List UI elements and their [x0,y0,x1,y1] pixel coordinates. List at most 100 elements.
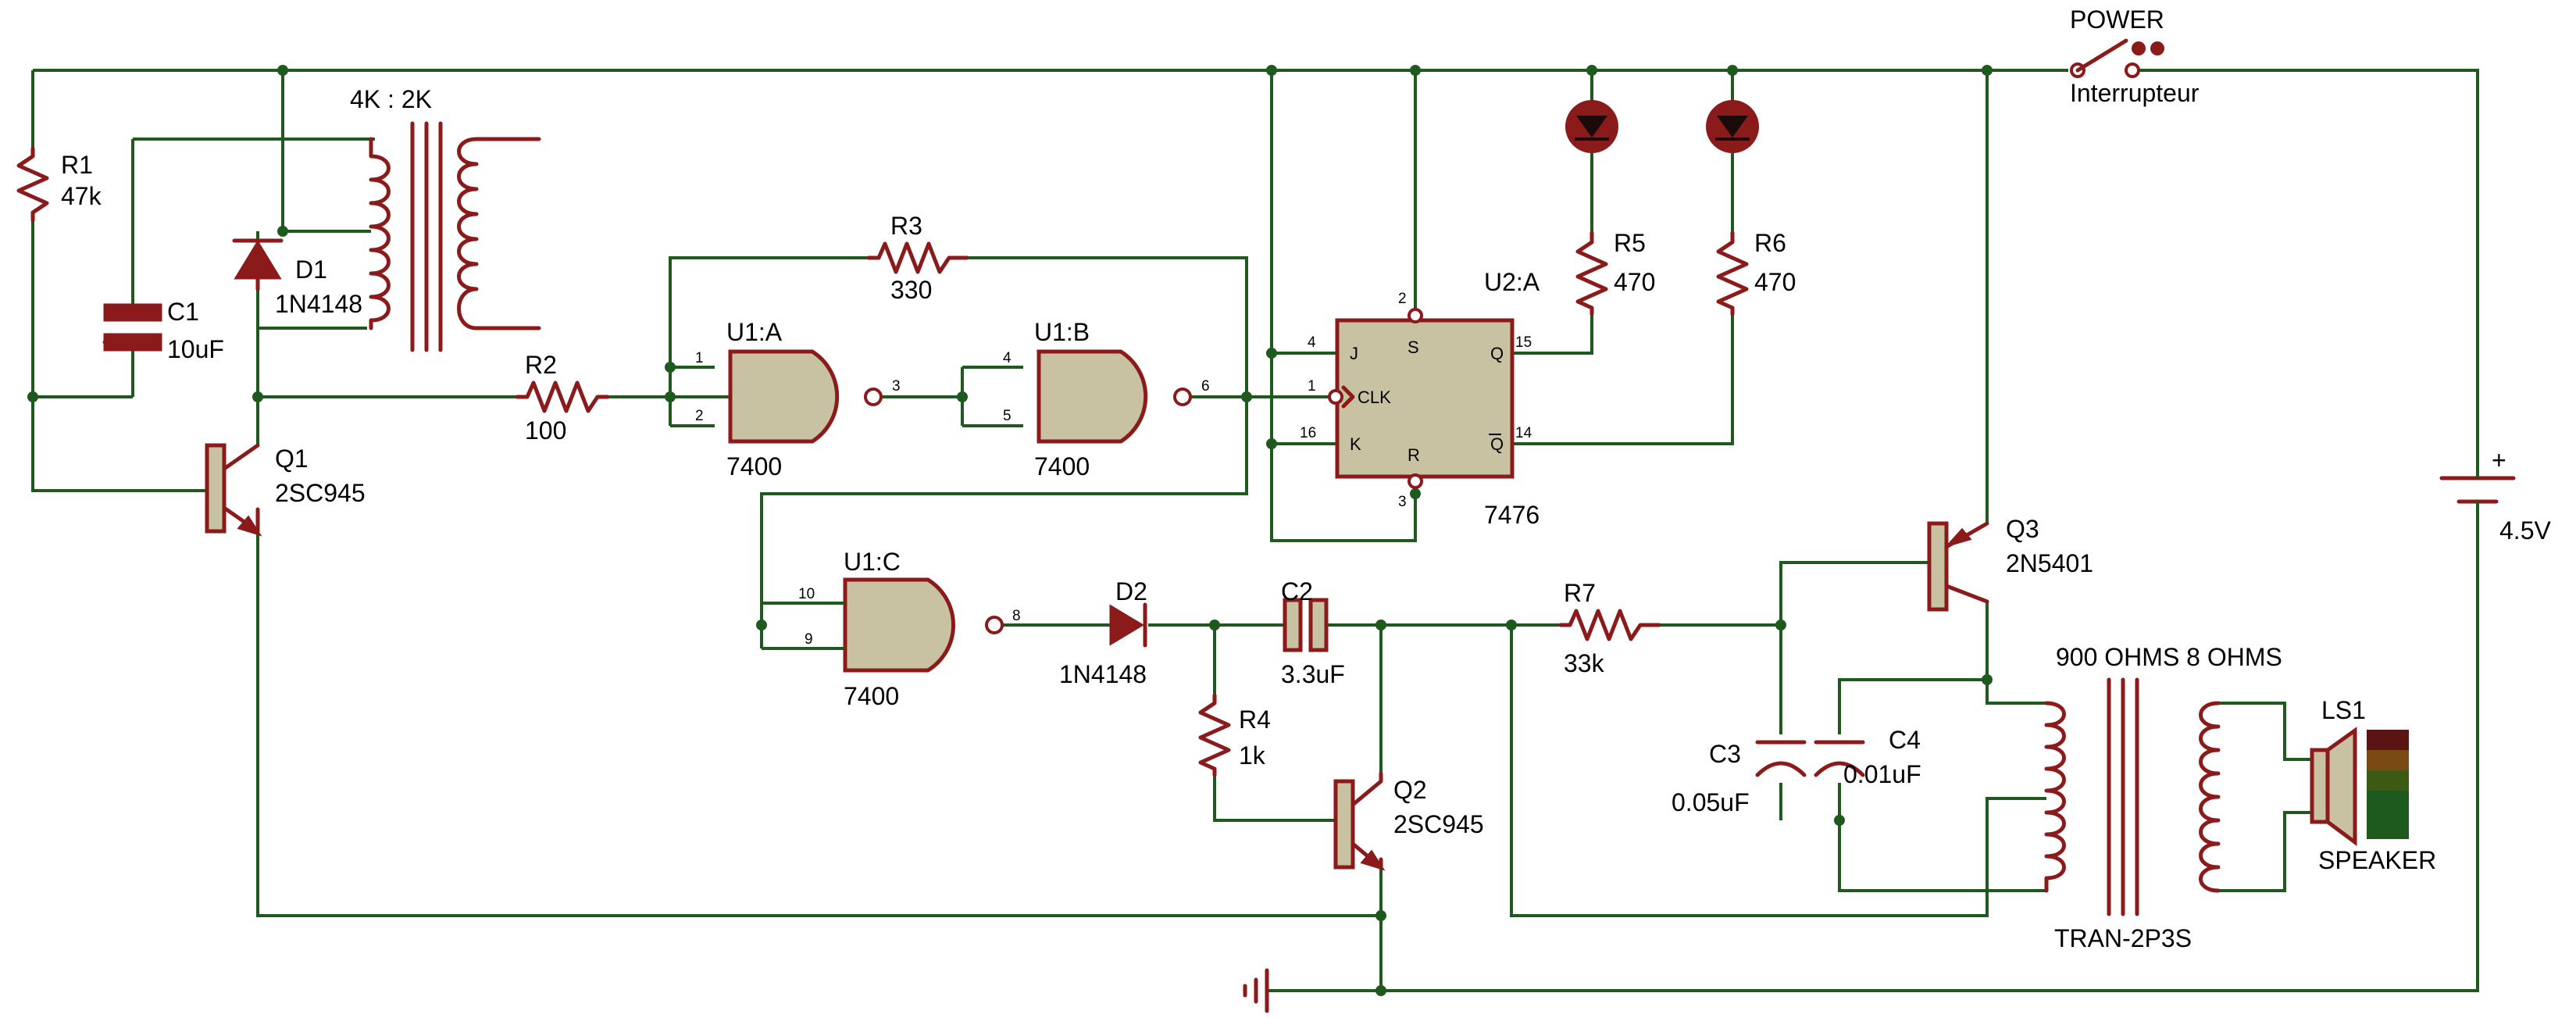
led-upper-left [1565,100,1618,153]
label-t2-ratio: 900 OHMS 8 OHMS [2056,643,2282,671]
pin-ff-r: R [1408,445,1420,465]
label-r3-value: 330 [890,276,932,304]
speaker-bar-segment [2367,730,2409,750]
label-c4: C4 [1889,726,1921,754]
capacitor-c4 [1814,740,1865,777]
pin-u1c-8: 8 [1012,608,1021,624]
label-r2: R2 [525,351,557,379]
pin-ff-qbar: Q [1490,434,1504,454]
label-q3: Q3 [2006,515,2039,543]
label-q3-value: 2N5401 [2006,549,2093,577]
resistor-r1 [16,146,49,223]
label-c1: C1 [167,298,199,326]
pin-ff-3: 3 [1398,494,1407,510]
label-c2: C2 [1281,577,1313,605]
speaker-level-bar [2367,730,2409,839]
pin-u1a-3: 3 [892,378,901,395]
label-u1b: U1:B [1034,318,1090,346]
label-switch: Interrupteur [2070,79,2200,107]
label-c1-value: 10uF [167,335,224,363]
resistor-r7 [1558,609,1661,641]
label-r1-value: 47k [61,182,102,210]
label-u2a: U2:A [1484,268,1540,296]
label-c3: C3 [1709,740,1741,768]
diode-d2 [1109,602,1147,648]
transistor-q2 [1333,771,1386,871]
nand-gate-u1b [1036,349,1192,444]
label-ls1-value: SPEAKER [2318,846,2436,874]
label-u2a-value: 7476 [1484,501,1540,529]
pin-ff-k: K [1350,434,1361,454]
label-r7: R7 [1564,579,1596,607]
nand-gate-u1a [728,349,883,444]
battery-4-5v [2439,467,2516,523]
pin-u1c-10: 10 [798,586,815,602]
led-upper-right [1706,100,1759,153]
pin-ff-16: 16 [1300,425,1316,441]
wires [31,69,2479,992]
resistor-r5 [1575,230,1608,316]
diode-d1 [232,238,284,291]
pin-ff-j: J [1350,344,1358,363]
speaker-bar-segment [2367,770,2409,791]
pin-ff-q: Q [1490,344,1504,363]
flip-flop-u2a [1328,308,1515,489]
label-c4-value: 0.01uF [1843,760,1921,788]
label-t2-value: TRAN-2P3S [2054,924,2192,952]
ground-symbol [1243,968,1269,1013]
label-t1-ratio: 4K : 2K [350,85,432,113]
pin-u1b-4: 4 [1003,350,1011,366]
pin-labels: 1 2 3 4 5 6 10 9 8 4 1 16 2 3 15 14 J CL… [695,291,1532,648]
label-u1c: U1:C [844,548,901,576]
label-r6: R6 [1754,229,1786,257]
label-r2-value: 100 [525,416,566,445]
label-u1b-value: 7400 [1034,452,1090,480]
label-r4: R4 [1239,705,1271,734]
capacitor-c3 [1755,740,1807,777]
label-d1-value: 1N4148 [275,290,362,318]
label-u1c-value: 7400 [844,682,899,710]
label-u1a: U1:A [726,318,783,346]
speaker-ls1 [2310,727,2409,846]
transformer-t1 [369,121,541,352]
resistor-r4 [1198,693,1231,777]
resistor-r2 [515,380,610,413]
power-switch [2070,38,2164,78]
speaker-bar-segment [2367,791,2409,839]
resistor-r6 [1716,230,1749,316]
label-d2-value: 1N4148 [1059,660,1147,688]
label-battery-value: 4.5V [2499,516,2551,545]
pin-u1a-2: 2 [695,408,704,424]
component-labels: R1 47k C1 10uF D1 1N4148 4K : 2K Q1 2SC9… [61,5,2551,952]
label-r7-value: 33k [1564,649,1605,677]
label-q2-value: 2SC945 [1393,810,1484,838]
label-r6-value: 470 [1754,268,1796,296]
pin-ff-15: 15 [1515,334,1532,351]
label-battery-plus: + [2492,446,2506,474]
label-q1: Q1 [275,445,309,473]
pin-u1b-6: 6 [1201,378,1210,395]
resistor-r3 [866,241,969,274]
capacitor-c2 [1283,598,1329,652]
pin-ff-clk: CLK [1358,388,1391,407]
pin-u1b-5: 5 [1003,408,1011,424]
label-u1a-value: 7400 [726,452,782,480]
pin-u1a-1: 1 [695,350,704,366]
label-r5: R5 [1614,229,1646,257]
pin-ff-2: 2 [1398,291,1407,307]
speaker-bar-segment [2367,750,2409,770]
label-r3: R3 [890,212,922,240]
label-r5-value: 470 [1614,268,1655,296]
pin-u1c-9: 9 [805,631,813,648]
label-q1-value: 2SC945 [275,479,366,507]
label-c3-value: 0.05uF [1672,788,1750,816]
capacitor-c1 [102,303,163,352]
label-r1: R1 [61,151,93,179]
junction-dots [27,65,1993,996]
label-r4-value: 1k [1239,741,1266,770]
label-power: POWER [2070,5,2164,34]
pin-ff-1: 1 [1308,378,1316,395]
pin-ff-s: S [1408,338,1419,357]
pin-ff-14: 14 [1515,425,1532,441]
